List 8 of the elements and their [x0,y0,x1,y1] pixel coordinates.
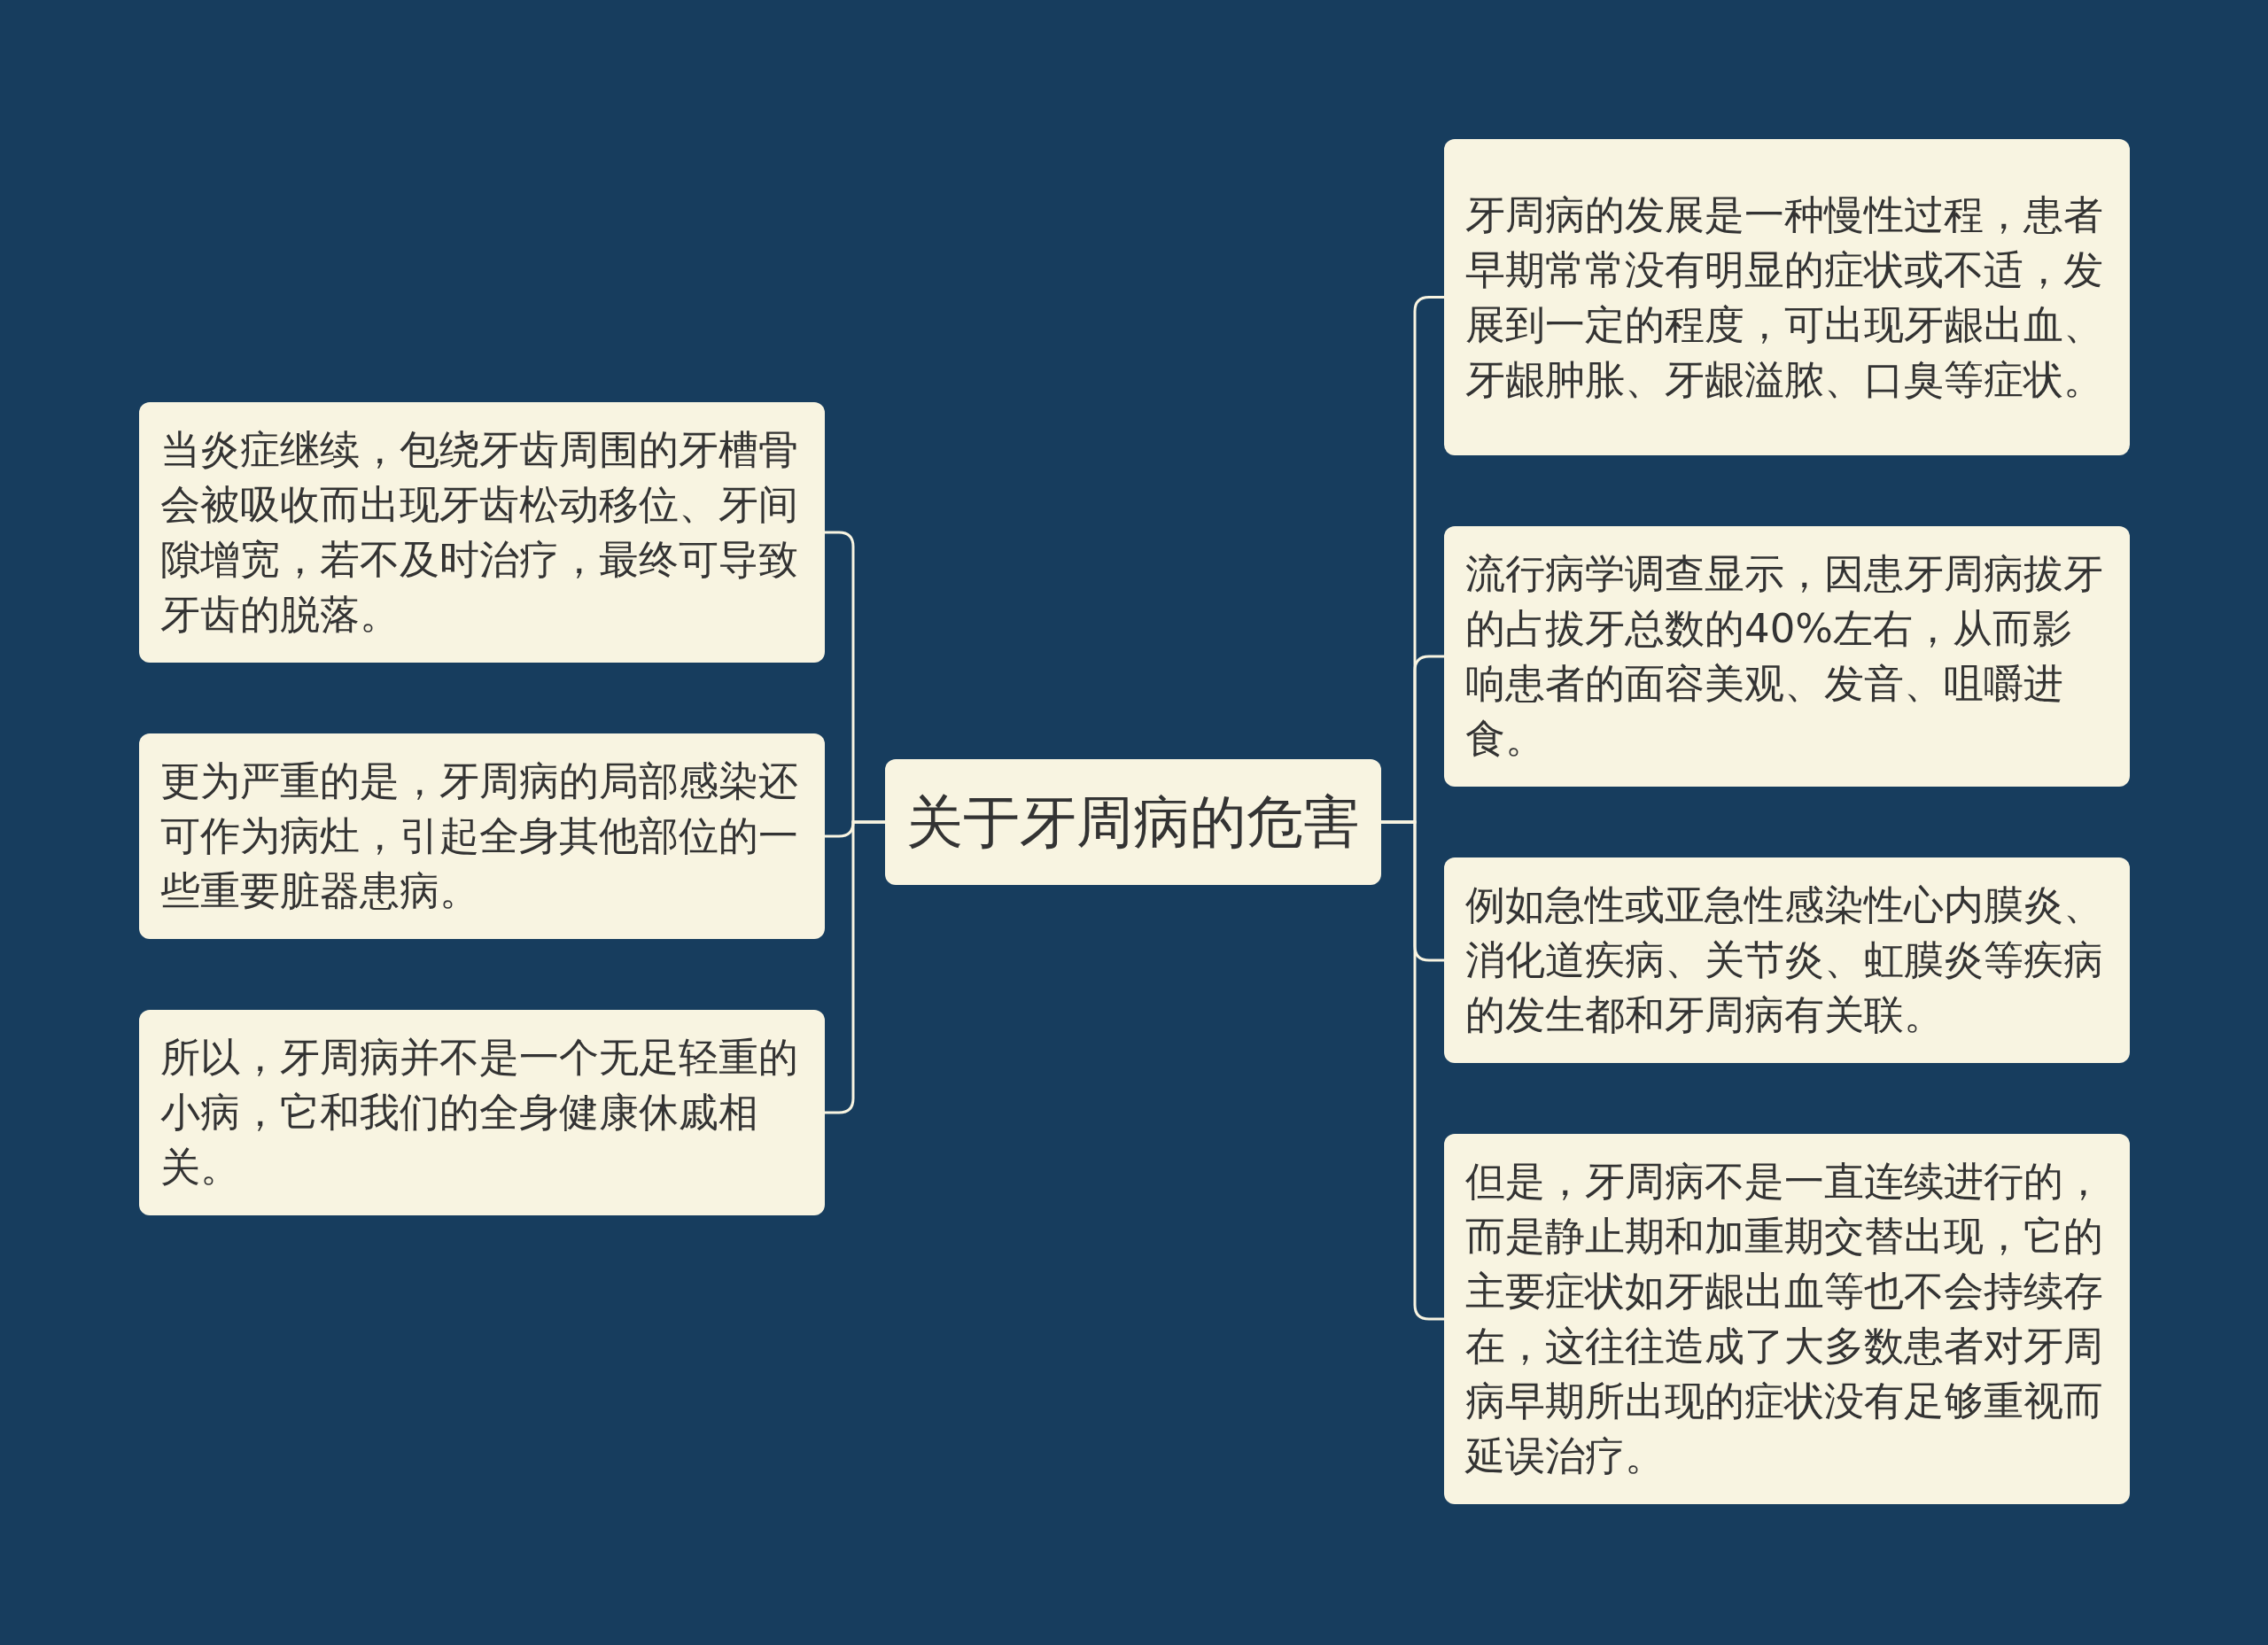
text-box: 流行病学调查显示，因患牙周病拔牙的占拔牙总数的40%左右，从而影响患者的面容美观、发音、咀嚼进食。 [1444,526,2130,787]
text-box: 但是，牙周病不是一直连续进行的，而是静止期和加重期交替出现，它的主要症状如牙龈出血等也不会持续存在，这往往造成了大多数患者对牙周病早期所出现的症状没有足够重视而延误治疗。 [1444,1134,2130,1504]
text-box: 所以，牙周病并不是一个无足轻重的小病，它和我们的全身健康休戚相关。 [139,1010,825,1215]
topic-box: 关于牙周病的危害 [885,759,1381,885]
text-box: 牙周病的发展是一种慢性过程，患者早期常常没有明显的症状或不适，发展到一定的程度，可出现牙龈出血、牙龈肿胀、牙龈溢脓、口臭等症状。 [1444,139,2130,455]
text-box: 更为严重的是，牙周病的局部感染还可作为病灶，引起全身其他部位的一些重要脏器患病。 [139,733,825,939]
text-box: 例如急性或亚急性感染性心内膜炎、消化道疾病、关节炎、虹膜炎等疾病的发生都和牙周病有关联。 [1444,857,2130,1063]
text-box: 当炎症继续，包绕牙齿周围的牙槽骨会被吸收而出现牙齿松动移位、牙间隙增宽，若不及时治疗，最终可导致牙齿的脱落。 [139,402,825,663]
